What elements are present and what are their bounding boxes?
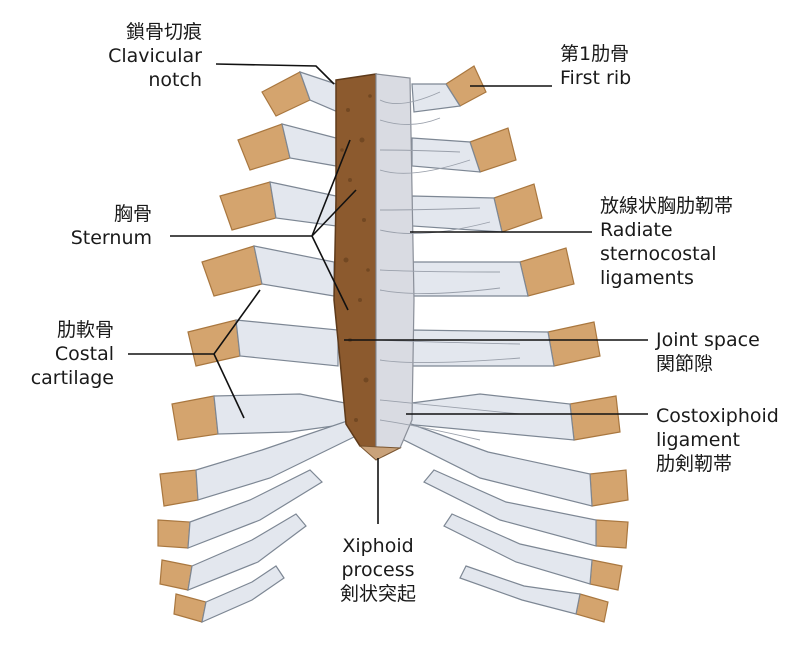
costal-cartilage-jp: 肋軟骨: [56, 319, 114, 341]
radiate-en2: sternocostal: [600, 243, 717, 265]
right-rib-7: [589, 469, 629, 507]
costal-cartilage-en1: Costal: [54, 343, 114, 365]
costoxiphoid-en1: Costoxiphoid: [656, 405, 779, 427]
radiate-en1: Radiate: [600, 219, 673, 241]
label-sternum: 胸骨 Sternum: [40, 202, 152, 250]
xiphoid-jp: 剣状突起: [339, 583, 416, 605]
joint-space-en: Joint space: [656, 329, 760, 351]
radiate-ligament-fibers: [379, 91, 521, 441]
left-rib-5: [187, 319, 241, 367]
clavicular-notch-en2: notch: [148, 69, 202, 91]
left-rib-3: [219, 181, 277, 231]
left-cartilage-4: [253, 245, 335, 297]
left-costal-cartilages: [187, 71, 357, 624]
sternum-ligament-surface: [375, 73, 415, 449]
label-first-rib: 第1肋骨 First rib: [560, 42, 631, 90]
left-rib-10: [173, 593, 207, 623]
clavicular-notch-en1: Clavicular: [108, 45, 202, 67]
joint-space-jp: 関節隙: [656, 353, 714, 375]
leader-lines: [128, 63, 648, 524]
clavicular-notch-jp: 鎖骨切痕: [125, 21, 202, 43]
costal-cartilage-en2: cartilage: [30, 367, 114, 389]
radiate-jp: 放線状胸肋靭帯: [600, 195, 734, 217]
costoxiphoid-jp: 肋剣靭帯: [656, 453, 733, 475]
xiphoid-en1: Xiphoid: [342, 535, 414, 557]
label-joint-space: Joint space 関節隙: [656, 328, 760, 376]
left-cartilage-3: [269, 181, 337, 227]
right-rib-10: [575, 593, 609, 623]
right-costal-cartilages: [395, 83, 597, 615]
right-rib-9: [589, 559, 623, 591]
right-ribs: [445, 65, 629, 623]
leader-clavicular-notch: [215, 63, 335, 85]
left-cartilage-5: [235, 319, 339, 367]
left-cartilage-8: [187, 469, 323, 549]
left-rib-4: [201, 245, 263, 297]
left-rib-8: [157, 519, 191, 549]
first-rib-en: First rib: [560, 67, 632, 89]
left-rib-6: [171, 395, 219, 441]
label-xiphoid-process: Xiphoid process 剣状突起: [318, 534, 438, 606]
label-costal-cartilage: 肋軟骨 Costal cartilage: [20, 318, 114, 390]
left-rib-9: [159, 559, 193, 591]
right-rib-5: [547, 321, 601, 367]
right-cartilage-8: [423, 469, 597, 547]
left-cartilage-2: [281, 123, 337, 167]
xiphoid-process: [358, 445, 402, 461]
left-rib-2: [237, 123, 291, 171]
leader-sternum-3: [311, 235, 349, 311]
label-clavicular-notch: 鎖骨切痕 Clavicular notch: [60, 20, 202, 92]
sternum-texture: [340, 94, 372, 422]
right-cartilage-10: [459, 565, 581, 615]
right-rib-6: [569, 395, 621, 441]
label-costoxiphoid-ligament: Costoxiphoid ligament 肋剣靭帯: [656, 404, 779, 476]
left-cartilage-9: [187, 513, 307, 591]
xiphoid-en2: process: [341, 559, 415, 581]
sternum-cut-surface: [333, 73, 377, 449]
leader-costal-cartilage-2: [213, 353, 245, 419]
leader-sternum-2: [311, 189, 357, 237]
first-rib-jp: 第1肋骨: [560, 43, 630, 65]
right-cartilage-1: [411, 83, 462, 113]
right-cartilage-9: [443, 513, 593, 585]
label-radiate-ligaments: 放線状胸肋靭帯 Radiate sternocostal ligaments: [600, 194, 733, 290]
right-rib-4: [519, 247, 575, 297]
left-rib-7: [159, 469, 199, 507]
radiate-en3: ligaments: [600, 267, 694, 289]
costoxiphoid-en2: ligament: [656, 429, 740, 451]
right-rib-8: [595, 519, 629, 549]
sternum-jp: 胸骨: [113, 203, 152, 225]
right-cartilage-3: [411, 195, 503, 233]
right-rib-3: [493, 183, 543, 233]
sternum-en: Sternum: [70, 227, 152, 249]
left-cartilage-10: [201, 565, 285, 624]
